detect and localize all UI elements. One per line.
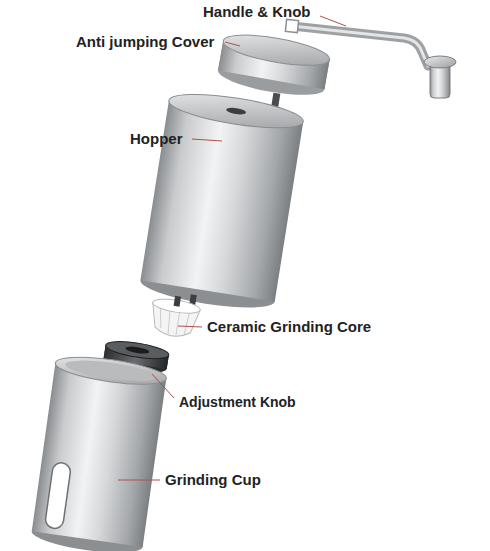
knob-center — [125, 345, 150, 355]
cup-top — [54, 352, 168, 389]
hopper-shaft-hole — [226, 107, 247, 116]
cup-window — [44, 462, 71, 530]
ceramic-core — [148, 293, 202, 340]
cover — [216, 29, 332, 101]
part-label: Ceramic Grinding Core — [207, 318, 371, 336]
hopper-top — [167, 88, 305, 135]
leader-lines — [118, 16, 346, 480]
knob-ring-top — [105, 338, 170, 362]
part-label: Anti jumping Cover — [76, 33, 214, 51]
crank-square-hole — [285, 19, 298, 32]
cup-opening — [64, 356, 157, 385]
leader-line — [320, 16, 346, 26]
part-label: Adjustment Knob — [179, 393, 296, 411]
cover-top — [221, 29, 332, 71]
hopper — [137, 77, 307, 321]
cup-body — [32, 363, 167, 547]
knob-cap — [424, 56, 456, 68]
leader-line — [178, 326, 202, 327]
leader-line — [192, 139, 222, 141]
grinding-cup — [30, 352, 168, 551]
leader-line — [118, 480, 160, 481]
leader-line — [225, 42, 240, 46]
part-label: Hopper — [130, 130, 183, 148]
part-label: Grinding Cup — [165, 471, 261, 489]
core-stud — [174, 296, 181, 307]
leader-line — [152, 374, 174, 398]
core-top — [152, 297, 201, 316]
part-label: Handle & Knob — [203, 3, 311, 21]
